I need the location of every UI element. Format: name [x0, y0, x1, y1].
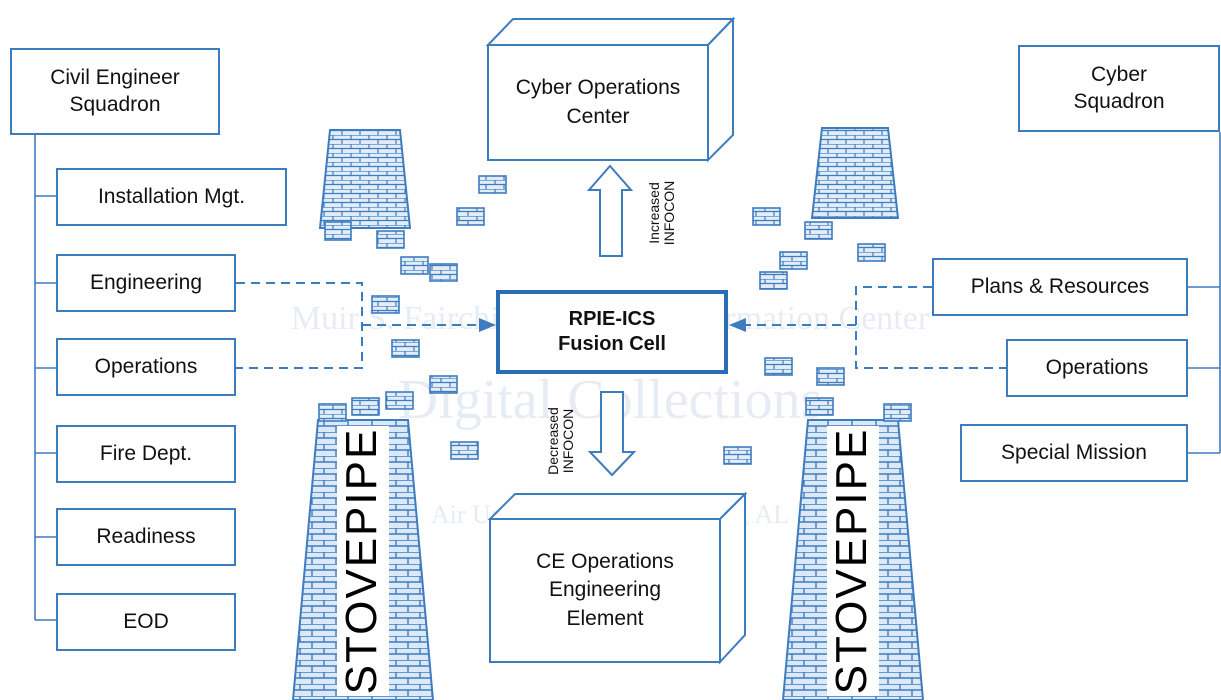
cyber-ops-line2: Center: [566, 104, 630, 128]
left-item-readiness: Readiness: [56, 508, 236, 566]
left-item-fire-dept: Fire Dept.: [56, 425, 236, 483]
right-item-plans-resources: Plans & Resources: [932, 258, 1188, 316]
civil-engineer-squadron-box: Civil Engineer Squadron: [10, 48, 220, 135]
increased-infocon-label: Increased INFOCON: [646, 168, 681, 258]
cyber-operations-center-label: Cyber Operations Center: [488, 45, 708, 160]
bottom-cube: [487, 491, 748, 665]
civil-engineer-label-line2: Squadron: [69, 92, 161, 116]
ce-ops-line1: CE Operations: [536, 549, 674, 573]
civil-engineer-label-line1: Civil Engineer: [50, 66, 180, 90]
left-item-engineering: Engineering: [56, 254, 236, 312]
increased-label-line2: INFOCON: [661, 180, 678, 246]
right-top-chimney: [810, 127, 900, 219]
left-item-operations: Operations: [56, 338, 236, 396]
fusion-cell-line1: RPIE-ICS: [568, 308, 656, 330]
fusion-cell-line2: Fusion Cell: [558, 333, 666, 355]
left-arrowhead: [479, 318, 496, 332]
scattered-bricks: [318, 175, 912, 465]
cyber-squadron-label-line1: Cyber: [1090, 63, 1147, 87]
top-cube: [485, 16, 736, 163]
right-stovepipe-label: STOVEPIPE: [827, 426, 879, 696]
cyber-squadron-label-line2: Squadron: [1073, 89, 1165, 113]
left-top-chimney: [318, 129, 412, 229]
decreased-infocon-label: Decreased INFOCON: [545, 396, 580, 486]
cyber-squadron-box: Cyber Squadron: [1018, 45, 1220, 132]
left-tree-connector: [34, 135, 56, 621]
increased-label-line1: Increased: [646, 182, 662, 244]
down-arrow: [587, 391, 637, 477]
decreased-label-line1: Decreased: [545, 407, 561, 475]
decreased-label-line2: INFOCON: [560, 408, 577, 474]
right-dashed-connector: [745, 286, 1006, 369]
left-dashed-connector: [236, 282, 480, 369]
cyber-ops-line1: Cyber Operations: [515, 76, 681, 100]
ce-operations-label: CE Operations Engineering Element: [490, 519, 720, 662]
right-arrowhead: [729, 318, 746, 332]
left-stovepipe-label: STOVEPIPE: [337, 426, 389, 696]
left-item-installation-mgt: Installation Mgt.: [56, 168, 287, 226]
up-arrow: [586, 164, 634, 257]
right-tree-connector: [1188, 132, 1221, 454]
right-item-special-mission: Special Mission: [960, 424, 1188, 482]
left-item-eod: EOD: [56, 593, 236, 651]
fusion-cell-box: RPIE-ICS Fusion Cell: [496, 290, 728, 374]
right-item-operations: Operations: [1006, 339, 1188, 397]
ce-ops-line2: Engineering: [548, 578, 662, 602]
ce-ops-line3: Element: [566, 606, 644, 630]
left-top-chimney-base: [324, 221, 352, 241]
